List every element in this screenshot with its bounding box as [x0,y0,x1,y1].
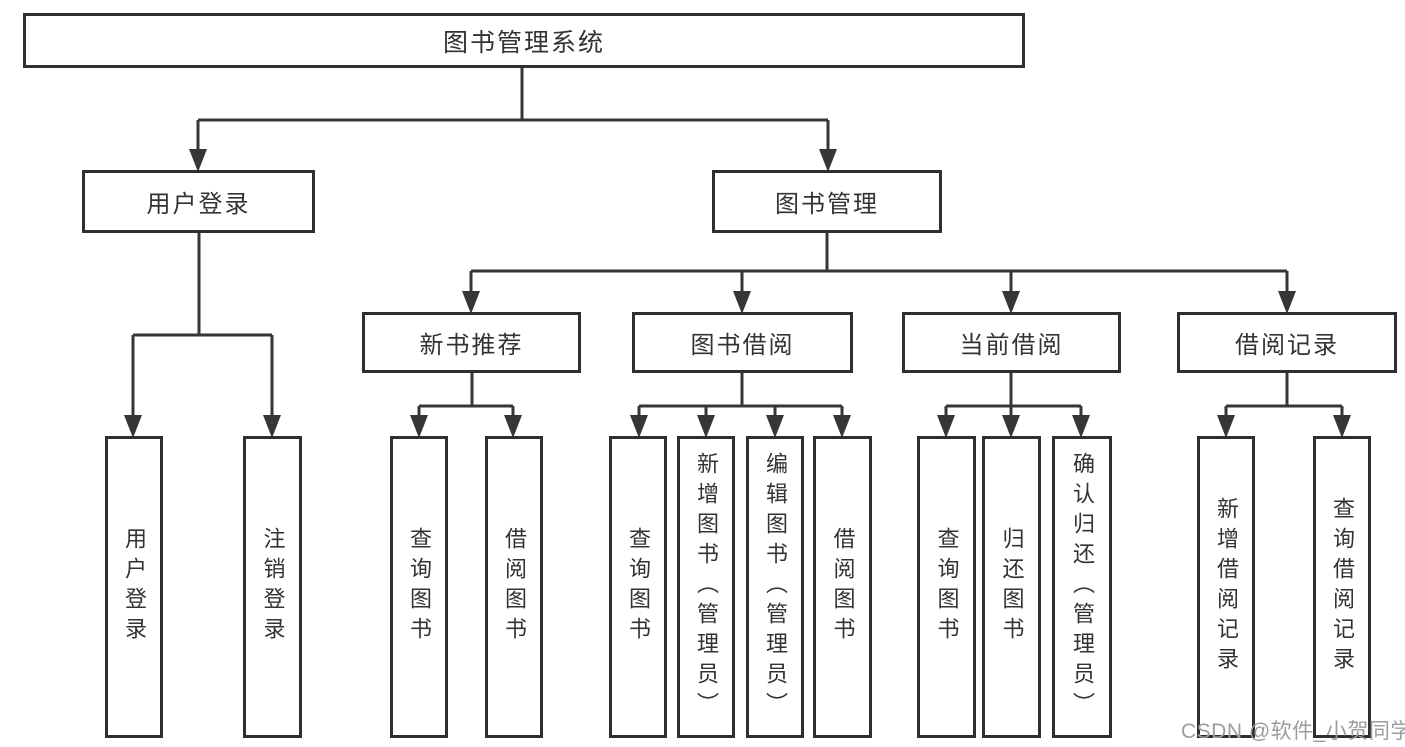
connector-user-login [131,233,274,420]
leaf-label: 新增图书（管理员） [694,452,719,722]
leaf-query-books-current: 查询图书 [917,436,976,738]
leaf-label: 查询图书 [626,527,651,647]
arrowhead [819,149,837,172]
leaf-logout: 注销登录 [243,436,302,738]
leaf-label: 用户登录 [122,527,147,647]
connector-root [196,66,830,154]
arrowhead [410,415,428,438]
leaf-borrow-book-recommend: 借阅图书 [485,436,543,738]
leaf-label: 确认归还（管理员） [1070,452,1095,722]
arrowhead [937,415,955,438]
arrowhead [1278,291,1296,314]
arrowhead [697,415,715,438]
arrowhead [1002,291,1020,314]
connector-borrow-records [1224,373,1344,420]
node-book-borrow: 图书借阅 [632,312,853,373]
arrowhead [504,415,522,438]
arrowhead [124,415,142,438]
arrowhead [462,291,480,314]
arrowhead [1333,415,1351,438]
leaf-user-login: 用户登录 [105,436,163,738]
leaf-return-book: 归还图书 [982,436,1041,738]
leaf-add-book-admin: 新增图书（管理员） [677,436,735,738]
leaf-label: 编辑图书（管理员） [763,452,788,722]
connector-current-borrow [944,373,1083,420]
arrowhead [1072,415,1090,438]
arrowhead [1217,415,1235,438]
arrowhead [189,149,207,172]
leaf-label: 新增借阅记录 [1214,497,1239,677]
leaf-label: 注销登录 [260,527,286,647]
leaf-label: 借阅图书 [830,527,856,647]
leaf-confirm-return-admin: 确认归还（管理员） [1052,436,1112,738]
leaf-label: 查询借阅记录 [1330,497,1355,677]
arrowhead [263,415,281,438]
node-library-system: 图书管理系统 [23,13,1025,68]
arrowhead [766,415,784,438]
leaf-query-books-recommend: 查询图书 [390,436,448,738]
leaf-label: 查询图书 [407,527,432,647]
node-book-management: 图书管理 [712,170,942,233]
arrowhead [733,291,751,314]
leaf-borrow-book: 借阅图书 [813,436,872,738]
leaf-label: 借阅图书 [502,527,527,647]
leaf-add-borrow-record: 新增借阅记录 [1197,436,1255,738]
leaf-query-books-borrow: 查询图书 [609,436,667,738]
node-new-book-recommend: 新书推荐 [362,312,581,373]
arrowhead [1002,415,1020,438]
arrowhead [833,415,851,438]
leaf-edit-book-admin: 编辑图书（管理员） [746,436,804,738]
connector-book-borrow [637,373,844,420]
node-current-borrow: 当前借阅 [902,312,1121,373]
connector-new-book-recommend [417,373,515,420]
leaf-label: 归还图书 [999,527,1025,647]
connector-book-management [469,233,1289,296]
leaf-label: 查询图书 [934,527,960,647]
node-user-login: 用户登录 [82,170,315,233]
leaf-query-borrow-record: 查询借阅记录 [1313,436,1371,738]
arrowhead [630,415,648,438]
node-borrow-records: 借阅记录 [1177,312,1397,373]
csdn-watermark: CSDN @软件_小贺同学 [1181,720,1405,743]
